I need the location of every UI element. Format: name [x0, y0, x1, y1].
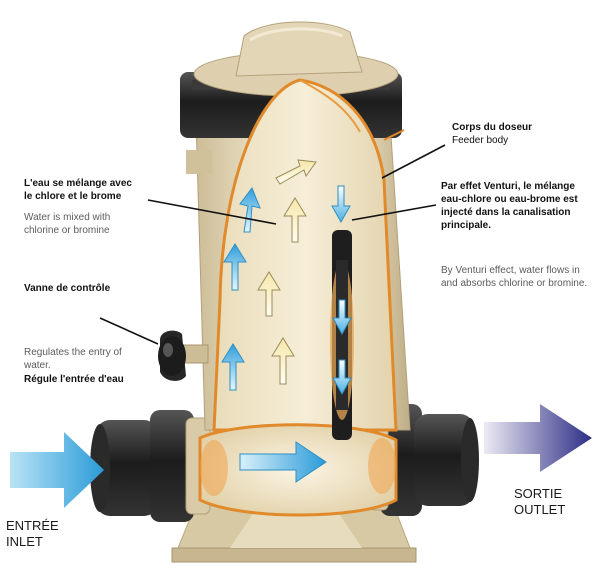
blue-up-arrow: [221, 343, 245, 391]
valve-en-line-1: Regulates the entry of: [24, 347, 122, 358]
blue-down-arrow: [331, 185, 351, 224]
feeder-body-en: Feeder body: [452, 135, 509, 146]
leader-lines: [99, 144, 446, 345]
mix-label-en: Water is mixed with chlorine or bromine: [24, 211, 110, 237]
venturi-fr-line-3: injecté dans la canalisation: [441, 207, 571, 218]
venturi-en-line-2: and absorbs chlorine or bromine.: [441, 278, 588, 289]
leader-mix: [147, 199, 277, 225]
venturi-fr-line-1: Par effet Venturi, le mélange: [441, 181, 575, 192]
inlet-en: INLET: [6, 534, 43, 549]
cream-diagonal-arrow: [275, 159, 317, 185]
mix-label-fr: L'eau se mélange avec le chlore et le br…: [24, 177, 132, 203]
valve-en-line-2: water.: [24, 360, 51, 371]
inlet-union-fitting: [90, 410, 211, 522]
cream-up-arrow: [257, 271, 281, 317]
flow-arrows: [221, 159, 352, 483]
valve-label-fr-2: Régule l'entrée d'eau: [24, 374, 124, 385]
blue-down-arrow: [332, 299, 352, 336]
inlet-arrow: [10, 432, 104, 508]
venturi-en-line-1: By Venturi effect, water flows in: [441, 265, 580, 276]
inlet-label: ENTRÉE INLET: [6, 518, 59, 550]
mix-en-line-1: Water is mixed with: [24, 212, 111, 223]
outlet-fr: SORTIE: [514, 486, 563, 501]
outlet-en: OUTLET: [514, 502, 566, 517]
mix-fr-line-1: L'eau se mélange avec: [24, 178, 132, 189]
control-valve-knob: [158, 330, 209, 381]
feeder-lid: [193, 21, 399, 97]
cream-up-arrow: [283, 197, 307, 243]
cream-up-arrow: [271, 337, 295, 385]
feeder-body-label: Corps du doseur Feeder body: [452, 121, 532, 147]
leader-feeder-body: [381, 144, 446, 179]
venturi-fr-line-2: eau-chlore ou eau-brome est: [441, 194, 578, 205]
blue-right-arrow: [239, 441, 327, 483]
valve-label-en: Regulates the entry of water.: [24, 346, 122, 372]
venturi-label-en: By Venturi effect, water flows in and ab…: [441, 264, 587, 290]
leader-venturi: [351, 204, 437, 221]
venturi-fr-line-4: principale.: [441, 220, 492, 231]
feeder-body-fr: Corps du doseur: [452, 122, 533, 133]
mix-en-line-2: chlorine or bromine: [24, 225, 110, 236]
outlet-arrow: [484, 404, 592, 472]
leader-valve: [99, 317, 159, 345]
blue-up-arrow: [239, 186, 261, 233]
blue-up-arrow: [223, 243, 247, 291]
outlet-label: SORTIE OUTLET: [514, 486, 565, 518]
valve-label-fr: Vanne de contrôle: [24, 283, 111, 294]
venturi-label-fr: Par effet Venturi, le mélange eau-chlore…: [441, 180, 578, 232]
blue-down-arrow: [332, 359, 352, 396]
inlet-fr: ENTRÉE: [6, 518, 59, 533]
mix-fr-line-2: le chlore et le brome: [24, 191, 122, 202]
